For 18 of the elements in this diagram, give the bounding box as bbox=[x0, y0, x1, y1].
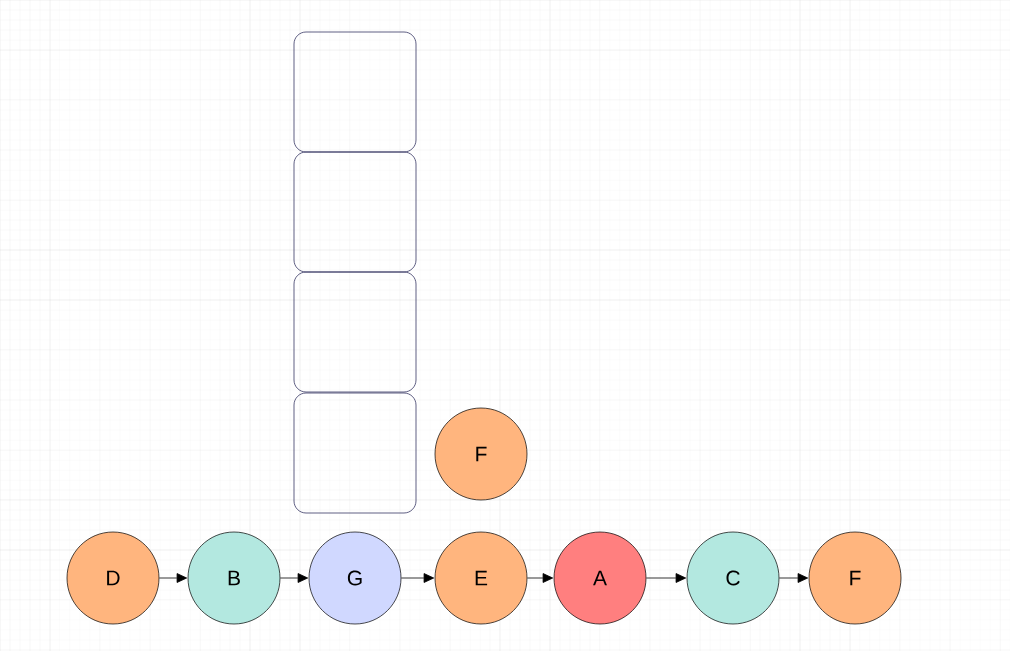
circle-node: F bbox=[434, 407, 528, 501]
circle-node: A bbox=[553, 531, 647, 625]
empty-box bbox=[293, 392, 417, 514]
empty-box bbox=[293, 271, 417, 393]
arrow bbox=[645, 573, 687, 583]
circle-node: C bbox=[686, 531, 780, 625]
arrow bbox=[778, 573, 809, 583]
circle-node: B bbox=[187, 531, 281, 625]
circle-node: G bbox=[308, 531, 402, 625]
arrow bbox=[279, 573, 309, 583]
arrow bbox=[526, 573, 554, 583]
empty-box bbox=[293, 151, 417, 273]
arrow bbox=[400, 573, 435, 583]
arrow bbox=[158, 573, 188, 583]
circle-node: F bbox=[808, 531, 902, 625]
empty-box bbox=[293, 31, 417, 153]
circle-node: D bbox=[66, 531, 160, 625]
circle-node: E bbox=[434, 531, 528, 625]
